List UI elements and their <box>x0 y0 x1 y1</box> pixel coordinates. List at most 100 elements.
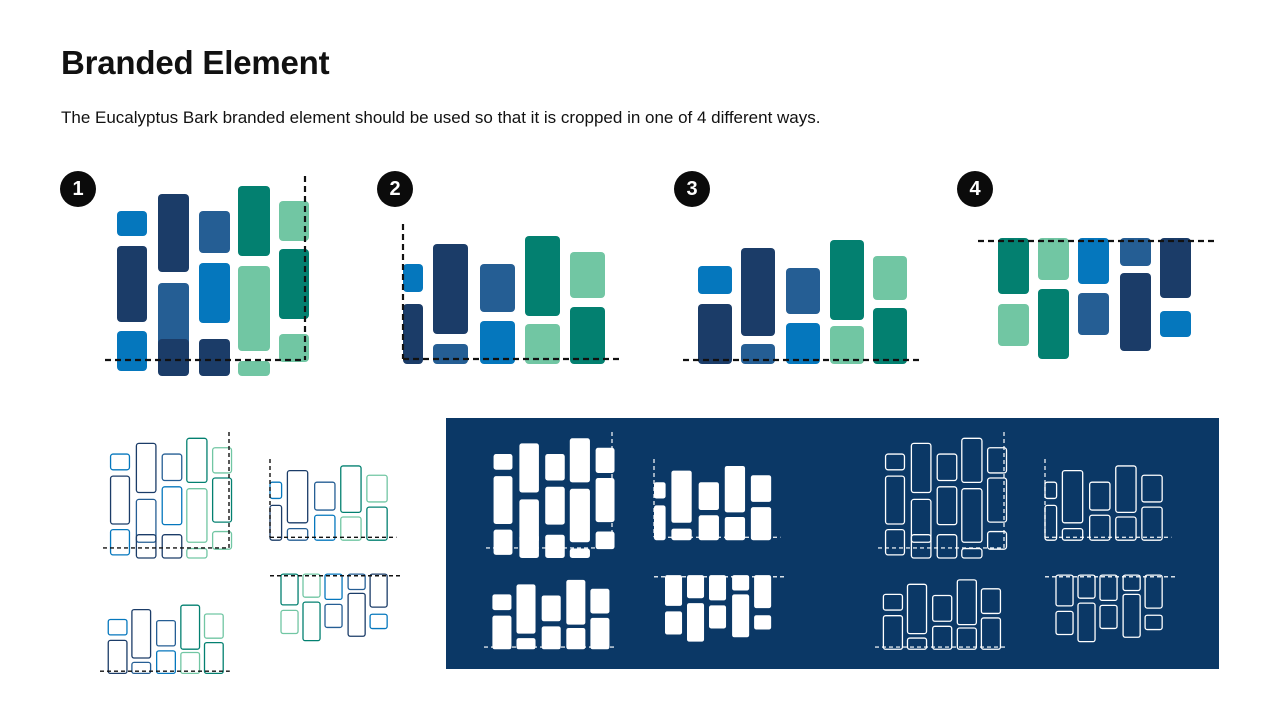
bark-block <box>211 477 233 523</box>
bark-block <box>366 506 388 541</box>
bark-block <box>158 339 189 376</box>
step-badge-4: 4 <box>957 171 993 207</box>
bark-block <box>1120 238 1151 266</box>
bark-block <box>161 453 183 482</box>
bark-block <box>492 615 512 650</box>
bark-block <box>340 516 362 541</box>
bark-block <box>709 575 727 601</box>
bark-block <box>516 584 536 634</box>
bark-block <box>199 263 230 323</box>
variant-2 <box>401 224 621 364</box>
bark-block <box>1089 514 1111 541</box>
bark-block <box>324 573 343 601</box>
bark-block <box>566 628 586 650</box>
bark-block <box>1077 574 1096 599</box>
bark-block <box>433 344 468 364</box>
bark-block <box>403 264 423 292</box>
bark-block <box>403 304 423 364</box>
bark-block <box>109 528 131 556</box>
bark-block <box>687 603 705 642</box>
bark-block <box>873 256 907 300</box>
bark-block <box>1055 610 1074 636</box>
bark-block <box>698 515 719 541</box>
bark-block <box>590 588 610 614</box>
bark-block <box>698 266 732 294</box>
bark-block <box>980 617 1002 650</box>
bark-block <box>186 547 208 559</box>
bark-block <box>698 482 719 511</box>
bark-block <box>492 594 512 611</box>
bark-block <box>724 465 746 513</box>
bark-block <box>347 592 366 637</box>
bark-block <box>107 618 128 636</box>
bark-block <box>1099 574 1118 602</box>
step-badge-2: 2 <box>377 171 413 207</box>
variant-4 <box>978 238 1216 359</box>
bark-block <box>932 625 953 650</box>
bark-block <box>986 477 1008 523</box>
bark-block <box>698 304 732 364</box>
bark-block <box>956 627 978 650</box>
bark-block <box>910 534 932 559</box>
white-solid-3 <box>484 579 617 650</box>
bark-block <box>493 454 513 470</box>
bark-block <box>709 605 727 629</box>
bark-block <box>830 326 864 364</box>
bark-block <box>314 514 336 541</box>
bark-block <box>203 641 224 675</box>
bark-block <box>135 534 157 559</box>
bark-block <box>279 201 309 241</box>
bark-block <box>590 617 610 650</box>
bark-block <box>786 268 820 314</box>
bark-block <box>671 470 692 523</box>
bark-block <box>569 438 590 483</box>
bark-block <box>203 613 224 639</box>
bark-block <box>211 530 233 550</box>
white-outline-2 <box>1044 458 1172 541</box>
bark-block <box>347 573 366 591</box>
bark-block <box>156 650 177 675</box>
white-solid-1 <box>486 432 615 558</box>
bark-block <box>569 548 590 558</box>
bark-block <box>493 529 513 555</box>
bark-block <box>750 475 772 502</box>
bark-block <box>1115 516 1137 541</box>
bark-block <box>525 324 560 364</box>
bark-block <box>131 661 152 675</box>
white-outline-3 <box>875 579 1008 650</box>
outline-4 <box>270 573 401 642</box>
bark-block <box>1144 614 1163 631</box>
bark-block <box>324 603 343 629</box>
bark-block <box>980 588 1002 615</box>
bark-block <box>595 477 615 523</box>
bark-block <box>882 593 904 611</box>
bark-block <box>238 186 270 256</box>
bark-block <box>186 488 208 543</box>
bark-block <box>302 573 321 598</box>
bark-block <box>741 248 775 336</box>
page-description: The Eucalyptus Bark branded element shou… <box>61 108 821 127</box>
white-solid-4 <box>654 575 785 642</box>
bark-block <box>156 619 177 647</box>
bark-block <box>161 486 183 526</box>
bark-block <box>117 331 147 371</box>
bark-block <box>1120 273 1151 351</box>
step-badge-3: 3 <box>674 171 710 207</box>
bark-block <box>786 323 820 364</box>
bark-block <box>158 194 189 272</box>
bark-block <box>117 211 147 236</box>
bark-block <box>906 637 928 650</box>
bark-block <box>519 443 539 493</box>
bark-block <box>884 475 906 525</box>
bark-block <box>882 615 904 650</box>
bark-block <box>369 573 388 608</box>
bark-block <box>186 437 208 484</box>
bark-block <box>732 594 750 638</box>
bark-block <box>654 482 666 499</box>
bark-block <box>884 453 906 471</box>
bark-block <box>1089 481 1111 511</box>
bark-block <box>1061 527 1084 541</box>
bark-block <box>541 595 561 622</box>
bark-block <box>1122 574 1141 592</box>
